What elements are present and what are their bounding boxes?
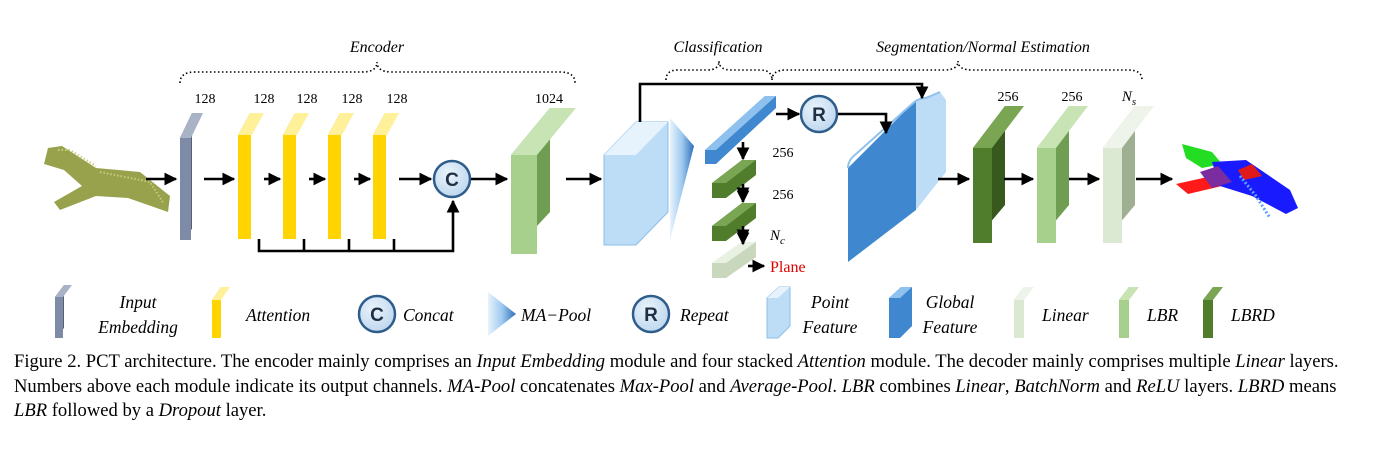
caption-segment: concatenates [515, 375, 620, 397]
cls-lbrd-1-block [712, 160, 756, 198]
caption-segment: Dropout [158, 400, 221, 421]
lbr-1024-channels: 1024 [535, 92, 563, 107]
caption-segment: Input Embedding [476, 351, 606, 372]
embedding-channels: 128 [195, 92, 216, 107]
caption-segment: followed by a [47, 400, 159, 421]
legend-repeat-symbol-label: R [644, 305, 658, 326]
caption-segment: means [1284, 375, 1337, 397]
legend-linear-swatch [1014, 287, 1034, 338]
input-point-cloud [44, 146, 170, 212]
cls-output-channels: Nc [769, 228, 785, 247]
pct-architecture-diagram: Encoder Classification Segmentation/Norm… [44, 39, 1298, 339]
legend-input-embedding-line2: Embedding [97, 317, 178, 337]
legend-repeat-label: Repeat [679, 305, 730, 325]
input-embedding-block [180, 113, 203, 240]
caption-segment: Average-Pool [730, 375, 833, 397]
point-feature-block [603, 121, 669, 246]
caption-segment: Linear [1235, 351, 1285, 372]
attention-block-3 [328, 113, 354, 239]
caption-segment: combines [874, 375, 956, 397]
cls-2-channels: 256 [773, 188, 794, 203]
attention-block-2 [283, 113, 309, 239]
segmentation-label: Segmentation/Normal Estimation [876, 39, 1090, 56]
caption-segment: layer. [220, 400, 267, 421]
connector-arrows [146, 82, 1174, 273]
caption-segment: BatchNorm [1014, 375, 1100, 397]
caption-segment: and [1099, 375, 1137, 397]
legend-concat-symbol [357, 294, 397, 334]
legend-point-feature-line2: Feature [802, 317, 858, 337]
caption-segment: Figure 2. PCT architecture. The encoder … [14, 351, 477, 372]
legend-point-feature-swatch [766, 286, 791, 339]
caption-segment: Linear [955, 375, 1005, 397]
encoder-brace [179, 61, 576, 84]
concat-node-label: C [445, 170, 459, 191]
caption-segment: and [694, 375, 731, 397]
legend-repeat-symbol [631, 294, 671, 334]
caption-segment: LBRD [1237, 375, 1285, 397]
encoder-label: Encoder [349, 39, 405, 56]
legend-mapool-label: MA−Pool [520, 305, 591, 325]
caption-segment: LBR [14, 400, 48, 421]
legend-lbr-label: LBR [1146, 305, 1178, 325]
plane-output-label: Plane [770, 259, 806, 276]
caption-segment: ReLU [1136, 375, 1180, 397]
lbr-1024-block [511, 108, 576, 254]
seg-lbrd-block [973, 106, 1024, 243]
legend-mapool-swatch [488, 292, 516, 336]
legend-attention-label: Attention [245, 305, 310, 325]
seg-output-channels: Ns [1121, 89, 1136, 108]
legend-input-embedding-swatch [55, 285, 72, 338]
legend-global-feature-line2: Feature [922, 317, 978, 337]
legend-input-embedding-line1: Input [119, 292, 158, 312]
legend-global-feature-swatch [889, 287, 912, 338]
classification-brace [665, 60, 773, 81]
attention-4-channels: 128 [387, 92, 408, 107]
legend-concat-symbol-label: C [370, 305, 384, 326]
seg-2-channels: 256 [1062, 90, 1083, 105]
legend: Input Embedding Attention C Concat MA−Po… [55, 285, 1275, 339]
legend-concat-label: Concat [403, 305, 455, 325]
repeat-node [799, 94, 839, 134]
caption-segment: module and four stacked [605, 351, 798, 372]
classification-label: Classification [674, 39, 763, 56]
cls-lbrd-2-block [712, 203, 756, 241]
legend-lbrd-swatch [1203, 287, 1223, 338]
legend-attention-swatch [212, 287, 230, 338]
seg-linear-block [1103, 106, 1154, 243]
ma-pool-block [670, 118, 694, 240]
attention-block-1 [238, 113, 264, 239]
caption-segment: Max-Pool [619, 375, 695, 397]
caption-segment: layers. Numbers above each module indica… [14, 351, 1339, 397]
figure-caption: Figure 2. PCT architecture. The encoder … [14, 350, 1364, 424]
legend-lbrd-label: LBRD [1230, 305, 1275, 325]
caption-segment: . [832, 375, 842, 397]
legend-lbr-swatch [1119, 287, 1139, 338]
attention-2-channels: 128 [297, 92, 318, 107]
concat-node [432, 159, 472, 199]
cls-linear-block [712, 242, 756, 278]
legend-linear-label: Linear [1041, 305, 1089, 325]
legend-point-feature-line1: Point [810, 292, 850, 312]
caption-segment: layers. [1179, 375, 1238, 397]
attention-1-channels: 128 [254, 92, 275, 107]
caption-segment: MA-Pool [447, 375, 516, 397]
seg-feature-block [847, 91, 946, 262]
output-segmented-plane [1176, 144, 1298, 219]
caption-segment: module. The decoder mainly comprises mul… [865, 351, 1236, 372]
segmentation-brace [771, 60, 1143, 81]
caption-segment: , [1004, 375, 1015, 397]
repeat-node-label: R [812, 105, 826, 126]
caption-segment: Attention [797, 351, 866, 372]
cls-1-channels: 256 [773, 146, 794, 161]
seg-1-channels: 256 [998, 90, 1019, 105]
attention-3-channels: 128 [342, 92, 363, 107]
caption-segment: LBR [841, 375, 875, 397]
attention-block-4 [373, 113, 399, 239]
cls-global-feature-block [705, 96, 776, 164]
legend-global-feature-line1: Global [926, 292, 975, 312]
seg-lbr-block [1037, 106, 1088, 243]
